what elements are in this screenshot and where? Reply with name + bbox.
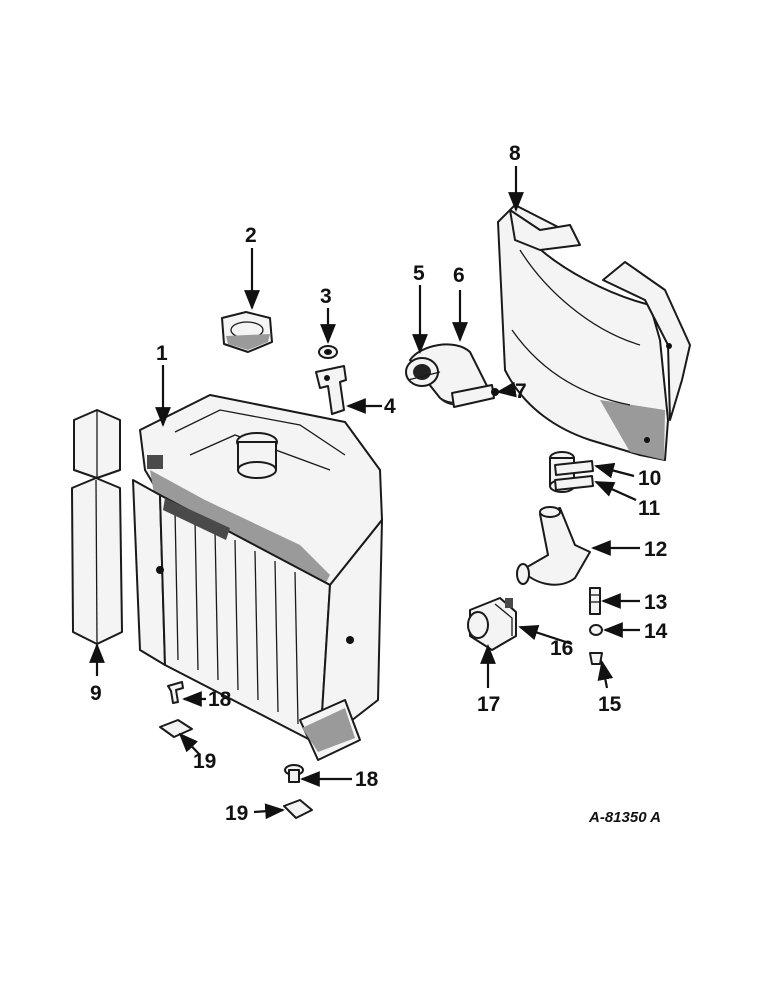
callout-10: 10 — [638, 467, 661, 490]
callout-4: 4 — [384, 395, 396, 418]
callout-1: 1 — [156, 342, 168, 365]
drawing-reference-number: A-81350 A — [588, 809, 661, 826]
lower-hose-clamp-part — [549, 451, 594, 493]
callout-11: 11 — [638, 497, 661, 520]
callout-12: 12 — [644, 538, 667, 561]
callout-19-lower: 19 — [225, 802, 248, 825]
callout-18-upper: 18 — [208, 688, 232, 711]
leader-lines — [89, 166, 640, 820]
callout-9: 9 — [90, 682, 102, 705]
callout-18-lower: 18 — [355, 768, 379, 791]
upper-hose-part — [405, 343, 499, 408]
callout-16: 16 — [550, 637, 573, 660]
callout-7: 7 — [515, 380, 527, 403]
callout-3: 3 — [320, 285, 332, 308]
nut-part — [318, 345, 338, 359]
callout-8: 8 — [509, 142, 521, 165]
callout-labels: 1 2 3 4 5 6 7 8 9 10 11 12 13 14 15 16 1… — [90, 142, 668, 826]
callout-2: 2 — [245, 224, 257, 247]
callout-13: 13 — [644, 591, 667, 614]
callout-14: 14 — [644, 620, 668, 643]
thermostat-housing-part — [467, 597, 517, 651]
bracket-part — [315, 365, 347, 415]
radiator-part — [132, 394, 383, 761]
callout-15: 15 — [598, 693, 622, 716]
radiator-cap-part — [221, 311, 273, 353]
foam-seal-part — [71, 409, 123, 645]
callout-19-upper: 19 — [193, 750, 216, 773]
callout-6: 6 — [453, 264, 465, 287]
lower-elbow-hose-part — [516, 506, 591, 586]
fan-shroud-part — [497, 204, 691, 461]
callout-17: 17 — [477, 693, 500, 716]
callout-5: 5 — [413, 262, 425, 285]
bolt-washer-set-1 — [159, 681, 193, 738]
bolt-washer-set-2 — [283, 764, 313, 819]
drain-cock-part — [589, 587, 603, 665]
